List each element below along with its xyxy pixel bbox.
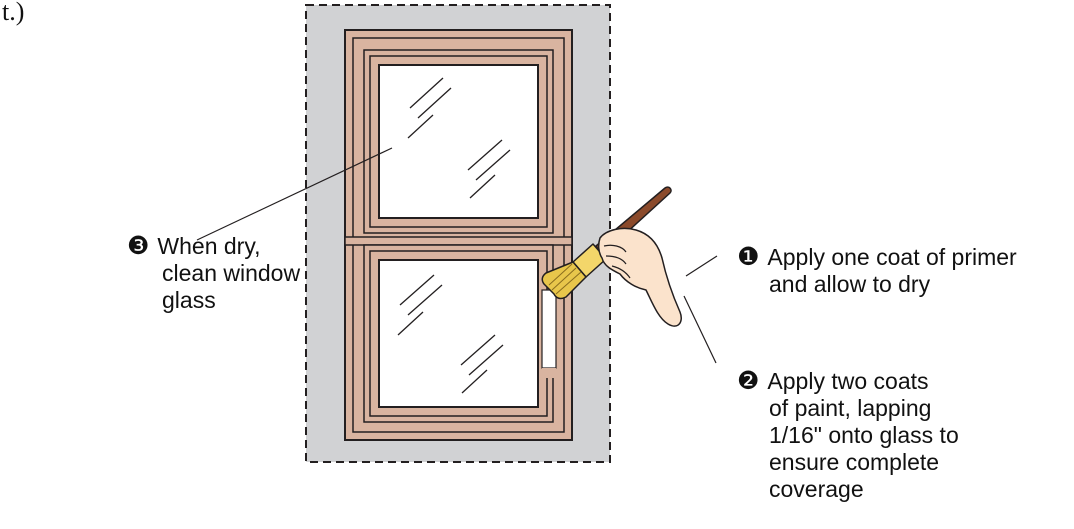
step-3-line-3: glass — [162, 287, 216, 313]
upper-glass — [378, 64, 539, 219]
hand-finger-lines — [603, 244, 631, 279]
lower-sash — [363, 244, 554, 423]
step-1-marker: ❶ — [737, 242, 760, 271]
step-3-line-2: clean window — [162, 260, 301, 286]
hand — [597, 227, 682, 327]
callout-step-2: ❷ Apply two coats of paint, lapping 1/16"… — [737, 367, 959, 503]
step-3-line-1: When dry, — [157, 233, 261, 259]
upper-sash — [363, 49, 554, 234]
step-1-line-2: and allow to dry — [769, 271, 931, 297]
step-1-line-1: Apply one coat of primer — [767, 244, 1017, 270]
step-2-line-1: Apply two coats — [767, 368, 929, 394]
step-2-line-4: ensure complete — [769, 449, 940, 475]
painted-strip-wet — [542, 368, 556, 378]
painted-strip — [541, 289, 557, 369]
step-2-line-2: of paint, lapping — [769, 395, 932, 421]
step-2-line-3: 1/16" onto glass to — [769, 422, 959, 448]
leader-step-3 — [196, 147, 393, 241]
lower-glass — [378, 259, 539, 408]
leader-step-1 — [685, 255, 718, 277]
leader-step-2 — [683, 295, 717, 364]
step-2-marker: ❷ — [737, 366, 760, 395]
leader-lines — [196, 147, 718, 364]
callout-step-1: ❶ Apply one coat of primer and allow to d… — [737, 243, 1017, 298]
meeting-rail — [344, 236, 573, 246]
cropped-text-fragment: t.) — [2, 0, 25, 26]
callout-step-3: ❸ When dry, clean window glass — [127, 232, 300, 314]
step-2-line-5: coverage — [769, 476, 864, 502]
step-3-marker: ❸ — [127, 231, 150, 260]
glass-reflections — [397, 77, 511, 394]
